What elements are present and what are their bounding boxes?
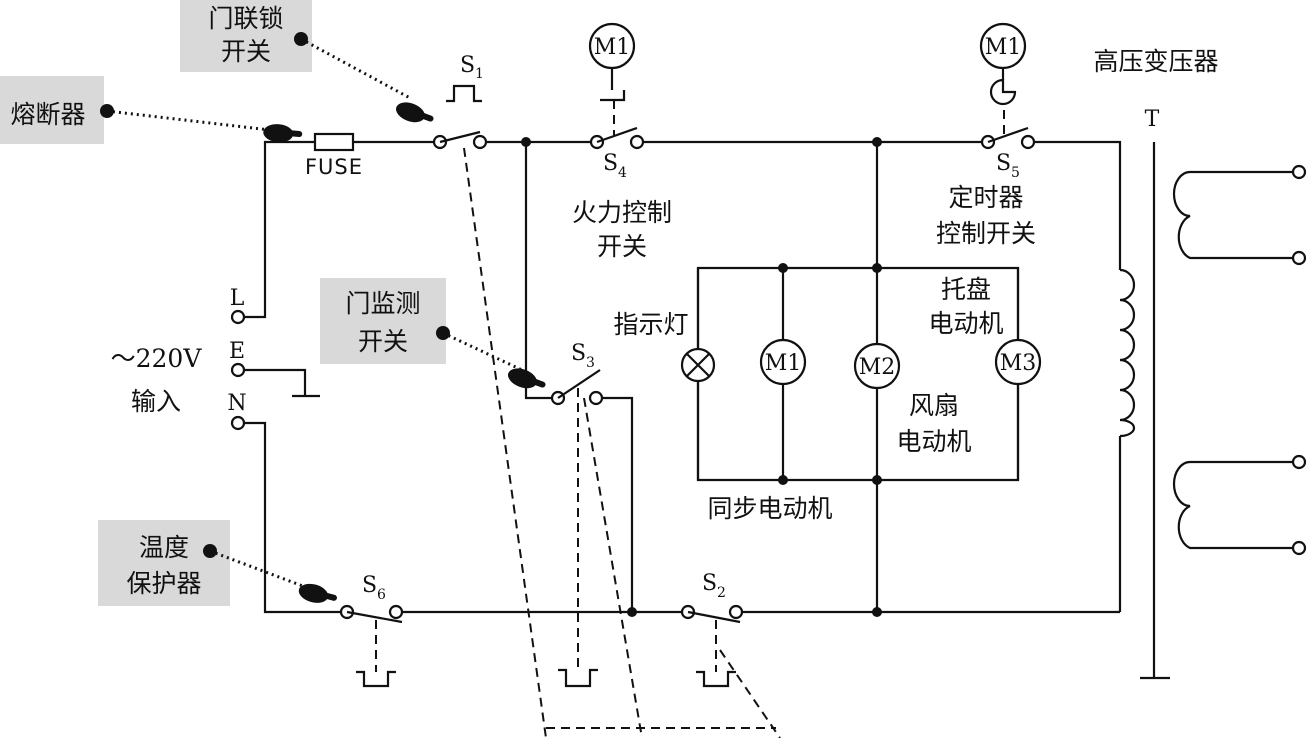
motor-m2-branch-label: M2 bbox=[859, 355, 896, 380]
switch-s6-label: S 6 bbox=[362, 573, 386, 603]
callout-door-monitor-line1: 门监测 bbox=[345, 289, 420, 318]
callout-door-monitor-line2: 开关 bbox=[358, 327, 408, 356]
fuse-label: FUSE bbox=[305, 155, 363, 179]
transformer-t-label: T bbox=[1145, 107, 1160, 132]
mechanical-linkage bbox=[463, 147, 781, 738]
switch-s4 bbox=[589, 90, 645, 150]
switch-s3-label: S 3 bbox=[571, 341, 595, 371]
fuse-element bbox=[313, 132, 355, 152]
svg-text:6: 6 bbox=[377, 587, 386, 603]
hand-pointer-icon bbox=[298, 583, 337, 603]
switch-s4-label: S 4 bbox=[603, 151, 627, 181]
tray-motor-label-line1: 托盘 bbox=[941, 275, 991, 304]
svg-text:S: S bbox=[571, 341, 586, 366]
switch-s5-label: S 5 bbox=[996, 151, 1020, 181]
input-voltage-label: ～220V bbox=[111, 344, 203, 373]
pointing-hand-icons bbox=[263, 102, 546, 603]
input-label: 输入 bbox=[131, 387, 181, 416]
svg-text:S: S bbox=[362, 573, 377, 598]
terminal-n bbox=[230, 415, 246, 431]
motor-m1-top-a-label: M1 bbox=[594, 35, 631, 60]
terminal-l bbox=[230, 309, 246, 325]
svg-text:S: S bbox=[996, 151, 1011, 176]
fan-motor-label-line1: 风扇 bbox=[909, 391, 959, 420]
motor-m3-tray: M3 bbox=[994, 338, 1042, 386]
hand-pointer-icon bbox=[395, 102, 434, 123]
svg-text:2: 2 bbox=[717, 585, 726, 601]
switch-s1-label: S 1 bbox=[460, 53, 484, 82]
callout-door-interlock-line1: 门联锁 bbox=[208, 4, 283, 33]
callout-temp-protector: 温度 保护器 bbox=[98, 520, 230, 606]
callout-fuse-text: 熔断器 bbox=[10, 100, 85, 129]
switch-s1 bbox=[432, 84, 488, 150]
fan-motor-label-line2: 电动机 bbox=[896, 427, 971, 456]
callout-door-interlock-line2: 开关 bbox=[221, 37, 271, 66]
tray-motor-label-line2: 电动机 bbox=[928, 309, 1003, 338]
terminal-e bbox=[230, 362, 246, 378]
terminal-n-label: N bbox=[227, 391, 246, 416]
motor-m1-power-control: M1 bbox=[588, 22, 636, 70]
motor-m3-branch-label: M3 bbox=[1000, 351, 1037, 376]
indicator-lamp-icon bbox=[680, 347, 716, 383]
switch-s5 bbox=[980, 78, 1036, 150]
svg-text:1: 1 bbox=[475, 66, 484, 82]
terminal-l-label: L bbox=[230, 286, 245, 311]
callout-temp-protector-line1: 温度 bbox=[139, 533, 189, 562]
switch-s2-label: S 2 bbox=[702, 571, 726, 601]
switch-s2 bbox=[680, 604, 744, 688]
motor-m1-timer: M1 bbox=[979, 22, 1027, 70]
hv-transformer-label: 高压变压器 bbox=[1093, 47, 1218, 76]
hv-transformer bbox=[1119, 142, 1307, 680]
hand-pointer-icon bbox=[263, 124, 303, 143]
switch-s3 bbox=[550, 369, 604, 688]
timer-control-label-line1: 定时器 bbox=[948, 183, 1023, 212]
callout-door-monitor: 门监测 开关 bbox=[320, 278, 446, 364]
svg-text:4: 4 bbox=[618, 165, 627, 181]
callout-fuse: 熔断器 bbox=[0, 76, 104, 144]
sync-motor-label: 同步电动机 bbox=[707, 494, 832, 523]
motor-m1-branch-label: M1 bbox=[765, 351, 802, 376]
switch-s6 bbox=[339, 604, 404, 688]
svg-text:S: S bbox=[460, 53, 475, 78]
svg-text:S: S bbox=[603, 151, 618, 176]
terminal-e-label: E bbox=[229, 339, 245, 364]
hand-pointer-icon bbox=[507, 368, 546, 389]
motor-m2-fan: M2 bbox=[853, 342, 901, 390]
callout-door-interlock: 门联锁 开关 bbox=[180, 0, 312, 72]
leader-lines bbox=[100, 32, 523, 590]
svg-text:5: 5 bbox=[1011, 165, 1020, 181]
timer-control-label-line2: 控制开关 bbox=[936, 219, 1036, 248]
callout-temp-protector-line2: 保护器 bbox=[126, 569, 201, 598]
input-terminals bbox=[230, 309, 246, 431]
motor-m1-sync: M1 bbox=[759, 338, 807, 386]
power-control-label-line2: 开关 bbox=[597, 232, 647, 261]
motor-m1-top-b-label: M1 bbox=[985, 35, 1022, 60]
svg-text:S: S bbox=[702, 571, 717, 596]
indicator-lamp-label: 指示灯 bbox=[613, 310, 688, 339]
junction-dots bbox=[521, 137, 882, 617]
power-control-label-line1: 火力控制 bbox=[572, 198, 672, 227]
svg-text:3: 3 bbox=[586, 355, 595, 371]
